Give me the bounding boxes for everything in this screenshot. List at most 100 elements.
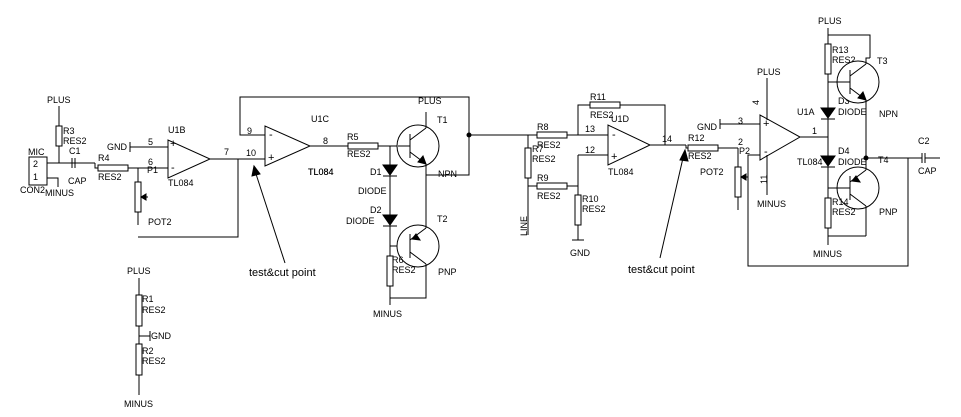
t2-pnp-transistor	[396, 224, 440, 268]
u1d-plus-sign: +	[611, 151, 617, 163]
r4-resistor	[97, 164, 129, 172]
u1b-pin-7: 7	[224, 147, 229, 157]
mic-pin-2: 2	[33, 159, 38, 169]
bias-wires	[138, 278, 151, 375]
r8-resistor	[536, 131, 568, 139]
r13-wires	[827, 28, 871, 82]
d1-value: DIODE	[358, 186, 387, 196]
r6-label: R6	[392, 255, 404, 265]
d4-diode	[820, 155, 836, 167]
r1-label: R1	[142, 294, 154, 304]
c1-value: CAP	[68, 176, 87, 186]
output-stage-section: R12 RES2 P2 POT2 + - GND 3 2 PLUS 4 MINU…	[685, 16, 940, 267]
output-feedback-wire	[747, 158, 909, 267]
u1c-driver-section: - + U1C TL084 9 10 8 test&cut point R5 R…	[239, 96, 472, 319]
t1-value: NPN	[438, 169, 457, 179]
d1-diode	[382, 164, 398, 176]
u1c-pin-9: 9	[247, 126, 252, 136]
bias-plus-label: PLUS	[127, 266, 151, 276]
u1b-value: TL084	[168, 178, 194, 188]
u1d-minus-sign: -	[612, 129, 616, 141]
test-cut-arrowhead-1	[251, 164, 261, 177]
t1-emitter-arrow	[417, 155, 427, 165]
r4-value: RES2	[98, 172, 122, 182]
t4-label: T4	[878, 155, 889, 165]
u1a-minus-sign: -	[764, 146, 768, 158]
u1a-gnd-wire	[719, 119, 760, 129]
c2-label: C2	[918, 136, 930, 146]
t2-emitter-arrow	[411, 233, 422, 241]
u1b-plus-sign: +	[170, 138, 176, 150]
t3-label: T3	[877, 56, 888, 66]
t4-emitter-arrow	[851, 175, 862, 183]
r1-value: RES2	[142, 305, 166, 315]
test-cut-arrowhead-2	[679, 148, 689, 162]
u1b-pin-5: 5	[148, 137, 153, 147]
u1b-output-wire	[138, 158, 258, 238]
r3-value: RES2	[63, 136, 87, 146]
r11-wires	[577, 104, 666, 145]
test-cut-arrow-1	[255, 173, 286, 264]
u1a-plus-sign: +	[763, 118, 769, 130]
diode-bias-wires	[389, 146, 410, 247]
r2-label: R2	[142, 346, 154, 356]
r1-resistor	[135, 294, 143, 327]
p2-label: P2	[739, 146, 750, 156]
r9-value: RES2	[537, 191, 561, 201]
r3-label: R3	[63, 126, 75, 136]
u1c-minus-sign: -	[269, 129, 273, 141]
u1c-label: U1C	[311, 114, 330, 124]
r7-value: RES2	[532, 154, 556, 164]
test-cut-arrow-2	[659, 157, 684, 259]
mic-minus-label: MINUS	[45, 188, 74, 198]
r14-resistor	[824, 197, 832, 229]
p1-value: POT2	[148, 217, 172, 227]
p1-label: P1	[147, 165, 158, 175]
u1a-minus-label: MINUS	[757, 199, 786, 209]
c2-value: CAP	[918, 166, 937, 176]
u1a-plus-label: PLUS	[757, 67, 781, 77]
r12-label: R12	[688, 133, 705, 143]
d3-label: D3	[838, 96, 850, 106]
t1-npn-transistor	[396, 124, 440, 168]
r7-resistor	[524, 147, 532, 179]
u1d-pin-12: 12	[585, 145, 595, 155]
d3-diode	[820, 107, 836, 119]
r4-label: R4	[98, 153, 110, 163]
u1a-value: TL084	[797, 157, 823, 167]
p1-wiper-arrow	[140, 193, 147, 201]
u1d-mixer-section: R7 RES2 LINE R8 RES2 R9 RES2 R10 RES2 GN…	[469, 92, 695, 276]
u1a-pin-3: 3	[738, 116, 743, 126]
u1d-pin-14: 14	[662, 134, 672, 144]
u1c-plus-sign: +	[268, 152, 274, 164]
r10-value: RES2	[582, 204, 606, 214]
r5-value: RES2	[347, 149, 371, 159]
r13-value: RES2	[832, 55, 856, 65]
r8-label: R8	[537, 122, 549, 132]
u1c-tl084: TL084	[308, 167, 334, 177]
t2-value: PNP	[438, 267, 457, 277]
t2-leads	[390, 175, 427, 299]
mic-wires	[47, 162, 95, 187]
r14-label: R14	[832, 197, 849, 207]
r12-resistor	[687, 144, 719, 152]
d1-label: D1	[370, 167, 382, 177]
t2-label: T2	[437, 214, 448, 224]
c1-label: C1	[69, 146, 81, 156]
r13-plus-label: PLUS	[818, 16, 842, 26]
p2-potentiometer	[734, 166, 742, 198]
c1-capacitor	[71, 158, 76, 168]
t4-leads	[828, 158, 867, 236]
t2-minus-label: MINUS	[373, 309, 402, 319]
u1b-opamp	[167, 139, 212, 179]
r10-wires	[572, 154, 608, 241]
t3-leads	[828, 57, 870, 158]
u1c-value: TL084	[308, 167, 334, 177]
mic-connector	[28, 156, 48, 186]
u1d-opamp	[607, 124, 652, 166]
mic-input-section: 2 1 MIC CON2 MINUS PLUS R3 RES2 C1 CAP R…	[20, 95, 258, 238]
r13-resistor	[824, 43, 832, 75]
r2-value: RES2	[142, 356, 166, 366]
t1-plus-label: PLUS	[418, 96, 442, 106]
r3-plus-label: PLUS	[47, 95, 71, 105]
